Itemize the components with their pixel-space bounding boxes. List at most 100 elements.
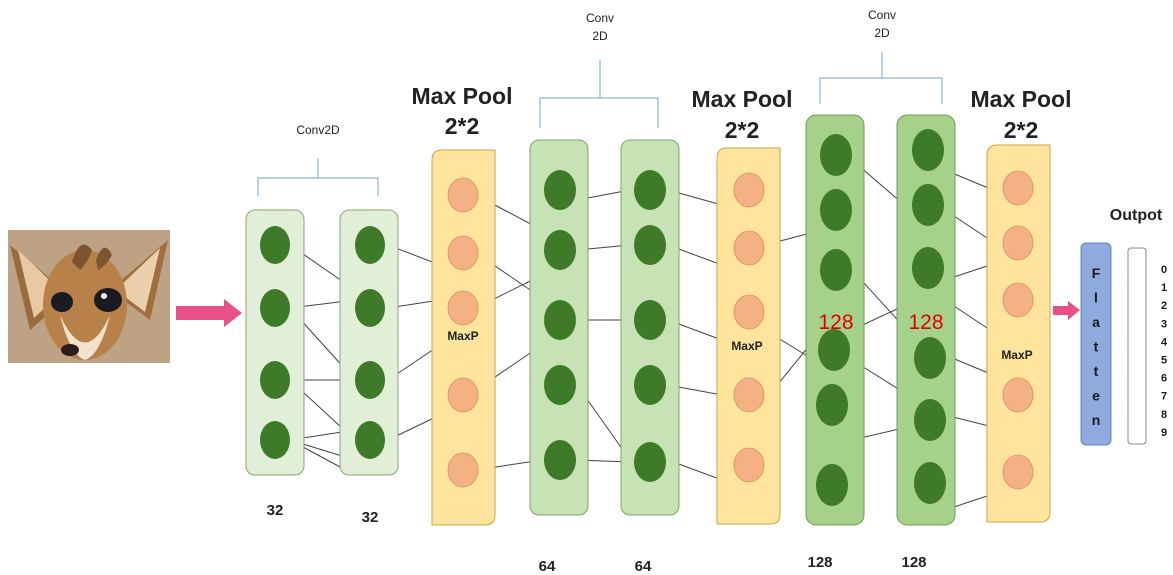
neuron <box>1002 225 1034 261</box>
conv-layer-64-b <box>620 139 680 516</box>
neuron <box>818 329 850 371</box>
neuron <box>1002 377 1034 413</box>
output-title: Outpot <box>1110 207 1163 224</box>
neuron <box>355 226 385 264</box>
maxpool-layer-1 <box>431 149 496 526</box>
neuron <box>733 294 765 330</box>
maxp-label-2: MaxP <box>731 339 762 353</box>
neuron <box>260 361 290 399</box>
neuron <box>820 134 852 176</box>
conv-layer-128-b <box>896 114 956 526</box>
maxp-label-3: MaxP <box>1001 348 1032 362</box>
brace-conv2d-3 <box>819 52 943 104</box>
output-digit: 5 <box>1161 355 1167 367</box>
flatten-arrow <box>1053 301 1080 320</box>
neuron <box>355 361 385 399</box>
inner-128-label-a: 128 <box>818 311 853 334</box>
conv-layer-128-a <box>805 114 865 526</box>
neuron <box>816 464 848 506</box>
maxpool-size-2: 2*2 <box>725 117 760 143</box>
neuron <box>355 421 385 459</box>
maxpool-title-3: Max Pool <box>971 86 1072 112</box>
neuron <box>1002 454 1034 490</box>
neuron <box>733 447 765 483</box>
neuron <box>912 129 944 171</box>
output-digits: 0 1 2 3 4 5 6 7 8 9 <box>1161 264 1168 439</box>
flatten-letter: a <box>1092 314 1100 330</box>
conv-layer-32-b <box>339 209 399 476</box>
neuron <box>260 421 290 459</box>
neuron <box>544 440 576 480</box>
maxpool-size-3: 2*2 <box>1004 117 1039 143</box>
neuron <box>914 399 946 441</box>
neuron <box>544 365 576 405</box>
output-digit: 7 <box>1161 391 1167 403</box>
input-arrow <box>176 299 242 327</box>
output-digit: 4 <box>1161 336 1168 348</box>
output-digit: 1 <box>1161 282 1167 294</box>
neuron <box>820 249 852 291</box>
output-digit: 6 <box>1161 373 1167 385</box>
conv2d-label-1: Conv2D <box>296 123 340 137</box>
maxpool-layer-2 <box>716 147 781 525</box>
output-digit: 2 <box>1161 300 1167 312</box>
neuron <box>820 189 852 231</box>
flatten-letter: n <box>1092 412 1101 428</box>
conv-layer-32-a <box>245 209 305 476</box>
output-digit: 0 <box>1161 264 1167 276</box>
output-box <box>1127 247 1147 445</box>
neuron <box>544 170 576 210</box>
neuron <box>447 177 479 213</box>
neuron <box>733 172 765 208</box>
neuron <box>447 452 479 488</box>
size-label-128-b: 128 <box>901 554 926 571</box>
conv-label-2: Conv <box>586 11 614 25</box>
size-label-64-b: 64 <box>635 558 652 575</box>
conv-label-3: Conv <box>868 8 896 22</box>
neuron <box>634 442 666 482</box>
size-label-32-b: 32 <box>362 509 379 526</box>
maxpool-size-1: 2*2 <box>445 113 480 139</box>
neuron <box>447 235 479 271</box>
neuron <box>544 300 576 340</box>
flatten-letter: t <box>1094 363 1099 379</box>
maxpool-layer-3 <box>986 144 1051 523</box>
flatten-letter: F <box>1092 265 1101 281</box>
size-label-128-a: 128 <box>807 554 832 571</box>
neuron <box>914 462 946 504</box>
neuron <box>447 377 479 413</box>
neuron <box>260 226 290 264</box>
neuron <box>634 365 666 405</box>
output-digit: 8 <box>1161 409 1167 421</box>
neuron <box>1002 170 1034 206</box>
flatten-letter: e <box>1092 388 1100 404</box>
neuron <box>634 225 666 265</box>
neuron <box>260 289 290 327</box>
neuron <box>1002 282 1034 318</box>
flatten-box <box>1080 242 1112 446</box>
neuron <box>733 230 765 266</box>
neuron <box>733 377 765 413</box>
neuron <box>447 290 479 326</box>
neuron <box>544 230 576 270</box>
conv-layer-64-a <box>529 139 589 516</box>
conv-label-3b: 2D <box>874 26 890 40</box>
maxp-label-1: MaxP <box>447 329 478 343</box>
size-label-32-a: 32 <box>267 502 284 519</box>
neuron <box>914 337 946 379</box>
neuron <box>912 184 944 226</box>
neuron <box>816 384 848 426</box>
neuron <box>912 247 944 289</box>
maxpool-title-2: Max Pool <box>692 86 793 112</box>
size-label-64-a: 64 <box>539 558 556 575</box>
brace-conv2d-1 <box>257 158 379 196</box>
output-digit: 3 <box>1161 318 1167 330</box>
flatten-letter: l <box>1094 290 1098 306</box>
input-image <box>8 230 170 363</box>
neuron <box>634 170 666 210</box>
inner-128-label-b: 128 <box>908 311 943 334</box>
brace-conv2d-2 <box>539 60 659 128</box>
output-digit: 9 <box>1161 427 1167 439</box>
